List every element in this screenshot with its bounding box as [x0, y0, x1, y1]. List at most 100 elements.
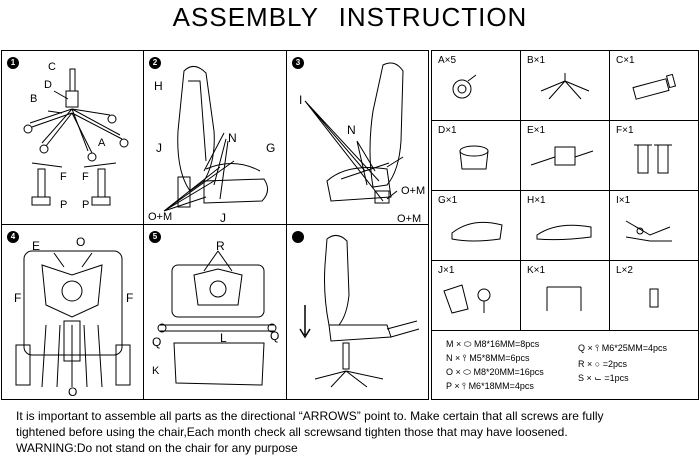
- label-j-top: J: [156, 141, 162, 155]
- part-label: K×1: [527, 265, 546, 276]
- label-f-right: F: [82, 171, 89, 183]
- step-number: 2: [149, 57, 161, 69]
- label-f-left: F: [60, 171, 67, 183]
- screw-s-qty: S ×: [578, 373, 592, 383]
- screw-s-spec: =1pcs: [604, 373, 629, 383]
- part-label: D×1: [438, 125, 457, 136]
- screw-o-spec: M8*20MM=16pcs: [473, 367, 544, 377]
- part-label: C×1: [616, 55, 635, 66]
- allen-key-icon: ⌙: [594, 373, 602, 383]
- step-4: 4 E O F F O: [2, 225, 144, 399]
- part-label: F×1: [616, 125, 634, 136]
- part-cell: H×1: [521, 191, 610, 261]
- label-a: A: [98, 137, 106, 149]
- step-number: 1: [7, 57, 19, 69]
- step-3-drawing: [304, 62, 404, 204]
- label-b: B: [30, 93, 38, 105]
- step-5: 5 R L Q Q K: [144, 225, 287, 399]
- part-drawing: [634, 144, 672, 174]
- part-drawing: [530, 146, 594, 166]
- step-number: 3: [292, 57, 304, 69]
- part-cell: E×1: [521, 121, 610, 191]
- part-label: G×1: [438, 195, 458, 206]
- step-2-drawing: [163, 66, 268, 212]
- part-cell: A×5: [432, 51, 521, 121]
- label-o-m: O+M: [148, 211, 173, 223]
- label-o-top: O: [76, 235, 86, 249]
- part-drawing: [452, 74, 477, 99]
- part-drawing: [649, 288, 659, 308]
- part-drawing: [451, 221, 503, 242]
- label-o-bottom: O: [68, 385, 78, 399]
- label-n: N: [347, 123, 356, 137]
- note-warning: WARNING:Do not stand on the chair for an…: [16, 441, 298, 455]
- step-4-drawing: [15, 250, 131, 388]
- screw-icon: ⫯: [462, 353, 467, 363]
- part-drawing: [459, 145, 489, 170]
- label-j-bottom: J: [220, 211, 226, 225]
- label-h: H: [154, 79, 163, 93]
- label-p-left: P: [60, 199, 68, 211]
- washer-icon: ⬭: [463, 367, 471, 377]
- step-1-drawing: [23, 68, 129, 206]
- bolt-icon: ⫯: [595, 343, 600, 353]
- step-5-drawing: [157, 250, 277, 386]
- part-cell: J×1: [432, 261, 521, 331]
- label-e: E: [32, 239, 41, 253]
- part-label: B×1: [527, 55, 546, 66]
- step-final-drawing: [299, 235, 420, 388]
- screw-m-spec: M8*16MM=8pcs: [473, 339, 540, 349]
- label-k: K: [152, 365, 160, 377]
- note-line-1: It is important to assemble all parts as…: [16, 409, 604, 423]
- step-number: [292, 231, 304, 243]
- label-c: C: [48, 61, 56, 73]
- step-final: [287, 225, 428, 399]
- label-i: I: [299, 93, 303, 107]
- part-cell: L×2: [610, 261, 698, 331]
- part-drawing: [632, 73, 677, 100]
- part-drawing: [540, 73, 590, 100]
- label-p-right: P: [82, 199, 90, 211]
- screw-n-spec: M5*8MM=6pcs: [469, 353, 530, 363]
- part-label: H×1: [527, 195, 546, 206]
- step-3: 3 I N O+M O+M: [287, 51, 428, 225]
- note-line-2: tightened before using the chair,Each mo…: [16, 425, 568, 439]
- part-cell: K×1: [521, 261, 610, 331]
- label-l: L: [220, 331, 227, 345]
- label-f-right: F: [126, 291, 134, 305]
- part-drawing: [443, 284, 491, 314]
- screw-p-qty: P ×: [446, 381, 460, 391]
- screw-p-spec: M6*18MM=4pcs: [468, 381, 534, 391]
- part-cell: B×1: [521, 51, 610, 121]
- label-r: R: [216, 239, 225, 253]
- screw-q-qty: Q ×: [578, 343, 593, 353]
- part-label: E×1: [527, 125, 546, 136]
- part-label: J×1: [438, 265, 455, 276]
- page-title: ASSEMBLY INSTRUCTION: [172, 2, 528, 32]
- screw-r-spec: =2pcs: [602, 359, 628, 369]
- screw-n-qty: N ×: [446, 353, 461, 363]
- screw-r-qty: R ×: [578, 359, 593, 369]
- washer-icon: ⬭: [463, 339, 472, 349]
- ring-icon: ○: [594, 359, 601, 369]
- screw-o-qty: O ×: [446, 367, 461, 377]
- label-n: N: [228, 131, 237, 145]
- bolt-icon: ⫯: [462, 381, 467, 391]
- part-drawing: [546, 286, 582, 311]
- part-cell: F×1: [610, 121, 698, 191]
- step-2: 2 H N G J O+M J: [144, 51, 287, 225]
- part-cell: C×1: [610, 51, 698, 121]
- label-g: G: [266, 141, 276, 155]
- assembly-steps-panel: 1 C D B A F F P P 2: [1, 50, 429, 400]
- label-q-right: Q: [270, 329, 280, 343]
- label-o-m-top: O+M: [401, 185, 426, 197]
- part-cell: D×1: [432, 121, 521, 191]
- part-drawing: [625, 220, 672, 242]
- screw-list: M × ⬭ M8*16MM=8pcs N × ⫯ M5*8MM=6pcs O ×…: [432, 331, 698, 399]
- part-cell: G×1: [432, 191, 521, 261]
- screw-m-qty: M ×: [446, 339, 462, 349]
- screw-q-spec: M6*25MM=4pcs: [601, 343, 667, 353]
- label-q-left: Q: [152, 335, 162, 349]
- step-number: 4: [7, 231, 19, 243]
